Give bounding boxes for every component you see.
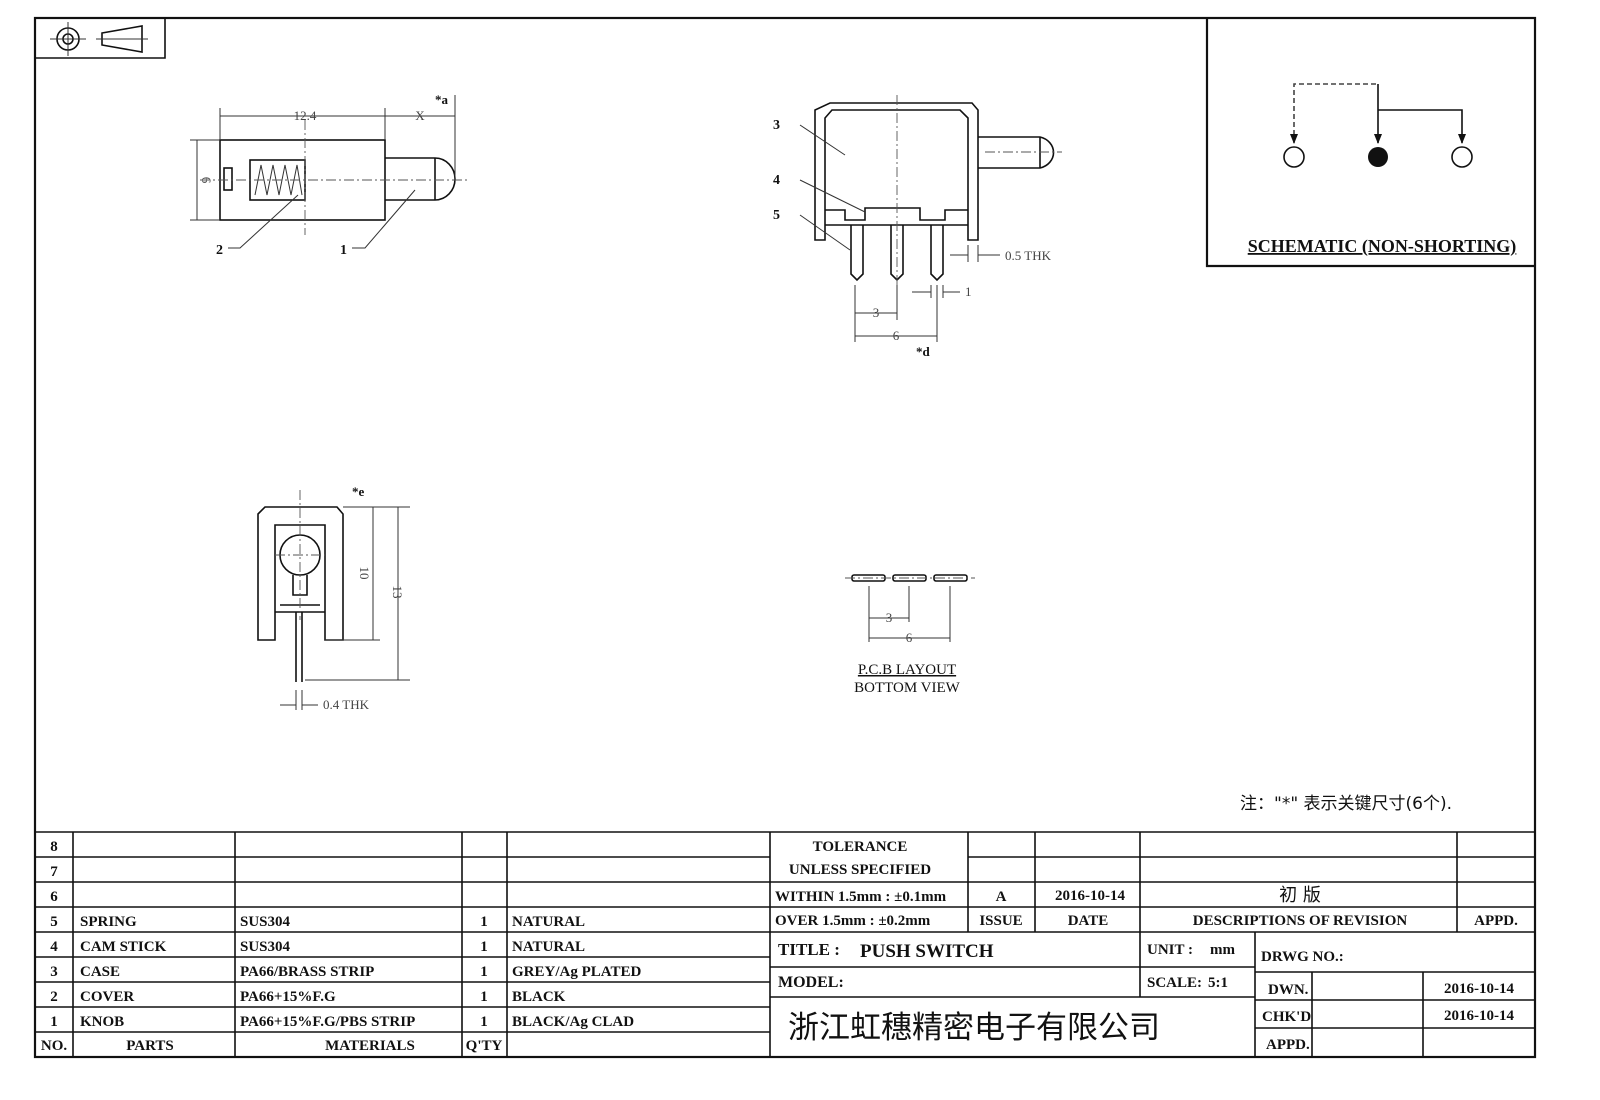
parts-cell-part: COVER <box>80 989 134 1005</box>
parts-cell-qty: 1 <box>480 989 488 1005</box>
tolerance-heading: TOLERANCE <box>813 839 908 855</box>
header-description: DESCRIPTIONS OF REVISION <box>1193 913 1408 929</box>
unit-label: UNIT : <box>1147 942 1193 958</box>
revision-issue: A <box>996 889 1007 905</box>
header-date: DATE <box>1068 913 1109 929</box>
terminal-nc <box>1283 146 1305 168</box>
parts-cell-no: 5 <box>50 914 58 930</box>
scale-label: SCALE: <box>1147 975 1202 991</box>
pcb-dim-pitch: 3 <box>886 610 893 625</box>
parts-cell-no: 3 <box>50 964 58 980</box>
tolerance-subheading: UNLESS SPECIFIED <box>789 862 931 878</box>
parts-cell-finish: NATURAL <box>512 939 585 955</box>
pcb-subtitle: BOTTOM VIEW <box>854 680 961 696</box>
checked-date: 2016-10-14 <box>1444 1008 1514 1024</box>
parts-cell-finish: NATURAL <box>512 914 585 930</box>
side-view: 12.4 X *a 6 2 1 <box>190 92 470 258</box>
parts-cell-part: CASE <box>80 964 120 980</box>
parts-cell-no: 6 <box>50 889 58 905</box>
parts-cell-qty: 1 <box>480 964 488 980</box>
approved-label: APPD. <box>1266 1037 1310 1053</box>
dim-length: 12.4 <box>294 108 317 123</box>
parts-cell-no: 4 <box>50 939 58 955</box>
header-no: NO. <box>41 1038 68 1054</box>
parts-cell-qty: 1 <box>480 939 488 955</box>
parts-cell-material: SUS304 <box>240 939 291 955</box>
title-block: TITLE : PUSH SWITCH UNIT : mm MODEL: SCA… <box>770 932 1535 1057</box>
drawing-number-label: DRWG NO.: <box>1261 949 1344 965</box>
parts-cell-no: 2 <box>50 989 58 1005</box>
header-appd: APPD. <box>1474 913 1518 929</box>
parts-cell-no: 8 <box>50 839 58 855</box>
checked-label: CHK'D <box>1262 1009 1311 1025</box>
tolerance-over: OVER 1.5mm : ±0.2mm <box>775 913 931 929</box>
drawn-label: DWN. <box>1268 982 1309 998</box>
schematic-title: SCHEMATIC (NON-SHORTING) <box>1248 236 1517 257</box>
title-label: TITLE : <box>778 940 840 959</box>
schematic-panel: SCHEMATIC (NON-SHORTING) <box>1205 18 1535 268</box>
parts-cell-qty: 1 <box>480 1014 488 1030</box>
key-dimension-note: 注："*" 表示关键尺寸(6个). <box>1240 794 1452 814</box>
parts-cell-no: 7 <box>50 864 58 880</box>
dim-height: 6 <box>199 177 214 184</box>
header-qty: Q'TY <box>466 1038 503 1054</box>
dim-thickness: 0.4 THK <box>323 697 370 712</box>
key-dim-a: *a <box>435 92 449 107</box>
terminal-common <box>1368 147 1388 167</box>
parts-cell-material: PA66+15%F.G/PBS STRIP <box>240 1014 415 1030</box>
header-materials: MATERIALS <box>325 1038 415 1054</box>
dim-thickness: 0.5 THK <box>1005 248 1052 263</box>
drawing-border <box>33 16 1537 1059</box>
revision-date: 2016-10-14 <box>1055 888 1125 904</box>
end-view: *e 10 13 0.4 THK <box>257 484 410 712</box>
parts-cell-part: KNOB <box>80 1014 124 1030</box>
callout-2: 2 <box>216 243 223 258</box>
scale-value: 5:1 <box>1208 975 1228 991</box>
callout-1: 1 <box>340 243 347 258</box>
model-label: MODEL: <box>778 974 844 991</box>
parts-cell-part: SPRING <box>80 914 137 930</box>
unit-value: mm <box>1210 942 1235 958</box>
dim-pin-width: 1 <box>965 284 972 299</box>
terminal-no <box>1451 146 1473 168</box>
drawn-date: 2016-10-14 <box>1444 981 1514 997</box>
dim-pitch: 3 <box>873 305 880 320</box>
key-dim-d: *d <box>916 344 931 359</box>
pcb-layout-view: 3 6 P.C.B LAYOUT BOTTOM VIEW <box>845 574 975 696</box>
tolerance-within: WITHIN 1.5mm : ±0.1mm <box>775 889 947 905</box>
callout-3: 3 <box>773 118 780 133</box>
dim-x: X <box>415 108 425 123</box>
parts-cell-material: SUS304 <box>240 914 291 930</box>
parts-list: NO. PARTS MATERIALS Q'TY 8 7 6 5 SPRING SUS30… <box>35 831 1535 1057</box>
pcb-dim-span: 6 <box>906 630 913 645</box>
front-view: 3 4 5 0.5 THK 1 3 6 *d <box>773 95 1062 359</box>
revision-description: 初 版 <box>1279 885 1321 906</box>
parts-cell-finish: BLACK/Ag CLAD <box>512 1014 634 1030</box>
parts-cell-material: PA66+15%F.G <box>240 989 336 1005</box>
pcb-title: P.C.B LAYOUT <box>858 662 956 678</box>
drawing-title: PUSH SWITCH <box>860 941 994 962</box>
key-dim-e: *e <box>352 484 365 499</box>
parts-cell-finish: BLACK <box>512 989 566 1005</box>
dim-span: 6 <box>893 328 900 343</box>
dim-13: 13 <box>390 586 405 599</box>
parts-cell-no: 1 <box>50 1014 58 1030</box>
dim-10: 10 <box>357 567 372 580</box>
company-name: 浙江虹穗精密电子有限公司 <box>788 1010 1160 1046</box>
parts-cell-finish: GREY/Ag PLATED <box>512 964 641 980</box>
callout-5: 5 <box>773 208 780 223</box>
callout-4: 4 <box>773 173 780 188</box>
revision-block: TOLERANCE UNLESS SPECIFIED WITHIN 1.5mm … <box>770 832 1535 933</box>
parts-cell-part: CAM STICK <box>80 939 167 955</box>
header-issue: ISSUE <box>979 913 1022 929</box>
header-parts: PARTS <box>126 1038 174 1054</box>
projection-symbol-icon <box>35 18 166 59</box>
parts-cell-material: PA66/BRASS STRIP <box>240 964 374 980</box>
parts-cell-qty: 1 <box>480 914 488 930</box>
